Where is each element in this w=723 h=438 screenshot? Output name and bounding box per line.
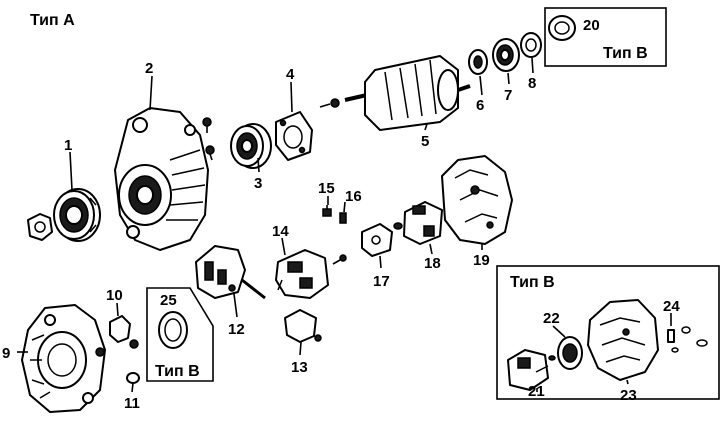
callout-14: 14 <box>272 223 289 240</box>
part-22-seal-icon <box>557 336 583 370</box>
callout-15: 15 <box>318 180 335 197</box>
leader-16 <box>343 201 346 213</box>
inset-border-right <box>496 265 720 400</box>
leader-1 <box>69 151 73 191</box>
callout-16: 16 <box>345 188 362 205</box>
part-10-bushing-icon <box>109 315 139 349</box>
callout-12: 12 <box>228 321 245 338</box>
part-11-insulator-icon <box>126 372 140 384</box>
callout-4: 4 <box>286 66 295 83</box>
leader-22 <box>552 325 566 338</box>
part-25-seal-icon <box>158 311 188 349</box>
leader-17 <box>379 255 382 269</box>
inset-border-mid <box>146 287 214 382</box>
callout-21: 21 <box>528 383 545 400</box>
leader-3 <box>257 157 260 173</box>
part-9-rear-frame-icon <box>21 304 106 413</box>
part-2-bolts-icon <box>202 117 215 161</box>
part-13-regulator-icon <box>284 309 322 343</box>
part-5-rotor-icon <box>344 55 471 131</box>
callout-1: 1 <box>64 137 72 154</box>
leader-5 <box>424 123 428 131</box>
leader-18 <box>429 243 433 255</box>
washer-icon <box>393 222 403 230</box>
callout-10: 10 <box>106 287 123 304</box>
part-15-screw-icon <box>322 205 332 217</box>
leader-2 <box>149 75 153 111</box>
callout-13: 13 <box>291 359 308 376</box>
inset-border-top <box>544 7 667 67</box>
leader-7 <box>507 72 510 85</box>
callout-9: 9 <box>2 345 10 362</box>
part-14-brush-holder-icon <box>275 249 329 299</box>
part-3-bearing-icon <box>230 123 272 169</box>
leader-11 <box>131 382 134 393</box>
type-b-label-top: Тип В <box>603 45 648 62</box>
callout-22: 22 <box>543 310 560 327</box>
part-19-rear-cover-icon <box>441 155 513 245</box>
callout-23: 23 <box>620 387 637 404</box>
leader-13 <box>299 341 302 356</box>
type-b-inset-mid: 25 Тип В <box>146 287 214 382</box>
leader-6 <box>479 75 483 96</box>
callout-7: 7 <box>504 87 512 104</box>
part-18-cover-icon <box>403 201 443 245</box>
callout-3: 3 <box>254 175 262 192</box>
part-4-retainer-plate-icon <box>275 111 313 161</box>
leader-10 <box>116 302 119 317</box>
callout-11: 11 <box>124 395 140 412</box>
callout-8: 8 <box>528 75 536 92</box>
callout-17: 17 <box>373 273 390 290</box>
leader-14 <box>281 237 286 256</box>
callout-24: 24 <box>663 298 680 315</box>
callout-19: 19 <box>473 252 490 269</box>
screw-icon-2 <box>332 254 347 265</box>
leader-12 <box>233 293 238 318</box>
callout-2: 2 <box>145 60 153 77</box>
part-24-screw-icon <box>667 326 708 353</box>
type-a-label: Тип А <box>30 12 75 29</box>
type-b-label-mid: Тип В <box>155 363 200 380</box>
part-21-holder-icon <box>507 349 556 391</box>
type-b-inset-right: Тип В 21 22 23 24 <box>496 265 720 404</box>
callout-20: 20 <box>583 17 600 34</box>
leader-23 <box>626 379 629 385</box>
part-12-rectifier-icon <box>195 245 266 300</box>
type-b-inset-top: 20 Тип В <box>544 7 667 67</box>
callout-18: 18 <box>424 255 441 272</box>
callout-6: 6 <box>476 97 484 114</box>
type-b-label-right: Тип В <box>510 274 555 291</box>
part-8-retainer-icon <box>520 32 542 58</box>
part-16-screw-icon <box>339 212 347 224</box>
part-2-drive-end-frame-icon <box>114 107 209 251</box>
part-17-terminal-insulator-icon <box>361 223 393 257</box>
part-7-bearing-icon <box>492 38 520 72</box>
part-23-rear-cover-icon <box>587 299 659 381</box>
part-1-pulley-icon <box>27 188 101 242</box>
part-20-seal-icon <box>548 15 576 41</box>
leader-8 <box>531 57 534 74</box>
part-6-bearing-cover-icon <box>468 49 488 75</box>
callout-25: 25 <box>160 292 177 309</box>
callout-5: 5 <box>421 133 429 150</box>
screw-icon <box>319 98 340 108</box>
leader-4 <box>290 81 293 113</box>
